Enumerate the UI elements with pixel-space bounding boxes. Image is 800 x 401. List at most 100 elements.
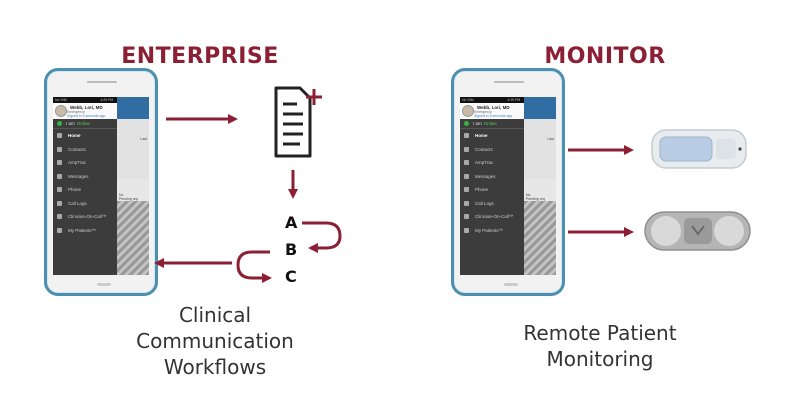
presence-value: Online <box>76 121 90 126</box>
caption-line: Remote Patient <box>523 321 677 345</box>
overlay-no-label: No <box>526 193 531 197</box>
caption-line: Workflows <box>163 355 267 379</box>
patch-sensor-icon <box>644 211 751 251</box>
phone-screen: No SIM 4:25 PM Webb, Lori, MD Emergency … <box>53 97 149 275</box>
overlay-no-label: No <box>119 193 124 197</box>
menu-item-label: My Patients™ <box>68 227 97 233</box>
overlay-pending-label: Pending req <box>119 197 138 201</box>
phone-speaker <box>87 81 117 83</box>
menu-item-icon <box>464 160 469 166</box>
overlay-last-label: Last <box>547 137 554 141</box>
menu-item[interactable]: Call Logs <box>53 197 149 211</box>
menu-item-label: Clinician-On-Call™ <box>68 214 107 220</box>
presence-value: Online <box>483 121 497 126</box>
menu-item-icon <box>57 133 62 139</box>
menu-item[interactable]: Contacts <box>460 143 556 157</box>
menu-item-label: Call Logs <box>68 200 87 206</box>
home-button[interactable] <box>97 283 111 286</box>
avatar <box>55 105 67 117</box>
menu-item[interactable]: Phone <box>53 183 149 197</box>
menu-item-icon <box>464 214 469 220</box>
monitor-heading: MONITOR <box>544 44 666 69</box>
menu-item-label: Home <box>475 133 488 139</box>
clock-label: 4:25 PM <box>100 98 114 102</box>
phone-screen: No SIM 4:25 PM Webb, Lori, MD Emergency … <box>460 97 556 275</box>
carrier-label: No SIM <box>55 98 67 102</box>
menu-item-icon <box>57 187 62 193</box>
online-dot-icon <box>464 121 469 126</box>
enterprise-heading: ENTERPRISE <box>121 44 279 69</box>
wearable-sensor-icon <box>651 129 747 169</box>
presence-prefix: I am <box>66 121 75 126</box>
status-bar: No SIM 4:25 PM <box>460 97 556 103</box>
menu-item[interactable]: Clinician-On-Call™ <box>460 210 556 224</box>
arrow-icon <box>236 250 272 283</box>
home-button[interactable] <box>504 283 518 286</box>
menu-item-label: AmpTrac <box>475 160 494 166</box>
user-department: Emergency <box>67 109 85 114</box>
menu-item[interactable]: My Patients™ <box>460 224 556 238</box>
presence-toggle[interactable]: I am Online <box>460 119 556 129</box>
online-dot-icon <box>57 121 62 126</box>
menu-item[interactable]: AmpTrac <box>53 156 149 170</box>
phone-speaker <box>494 81 524 83</box>
menu-item-icon <box>464 187 469 193</box>
step-b: B <box>285 240 298 259</box>
caption-line: Communication <box>136 329 294 353</box>
menu-item-icon <box>464 200 469 206</box>
menu-item[interactable]: AmpTrac <box>460 156 556 170</box>
step-c: C <box>285 267 297 286</box>
menu-item-label: Contacts <box>475 146 493 152</box>
step-a: A <box>285 213 298 232</box>
presence-toggle[interactable]: I am Online <box>53 119 149 129</box>
menu-item-icon <box>57 146 62 152</box>
menu-item[interactable]: Call Logs <box>460 197 556 211</box>
menu-item[interactable]: My Patients™ <box>53 224 149 238</box>
menu-item-label: Call Logs <box>475 200 494 206</box>
menu-item-label: Home <box>68 133 81 139</box>
menu-item-label: Phone <box>475 187 489 193</box>
menu-item-label: Messages <box>68 173 89 179</box>
caption-line: Clinical <box>178 303 252 327</box>
caption-line: Monitoring <box>546 347 654 371</box>
menu-item-icon <box>57 214 62 220</box>
menu-item-label: Phone <box>68 187 82 193</box>
signed-in-status: Signed in 6 seconds ago <box>474 113 513 118</box>
document-add-icon <box>274 86 322 158</box>
menu-item[interactable]: Contacts <box>53 143 149 157</box>
menu-item[interactable]: Phone <box>460 183 556 197</box>
menu-item-label: AmpTrac <box>68 160 87 166</box>
enterprise-phone: No SIM 4:25 PM Webb, Lori, MD Emergency … <box>44 68 158 296</box>
enterprise-caption: Clinical Communication Workflows <box>110 302 320 380</box>
clock-label: 4:25 PM <box>507 98 521 102</box>
overlay-pending-label: Pending req <box>526 197 545 201</box>
signed-in-status: Signed in 6 seconds ago <box>67 113 106 118</box>
monitor-caption: Remote Patient Monitoring <box>490 320 710 372</box>
menu-item-icon <box>57 160 62 166</box>
menu-item-icon <box>464 133 469 139</box>
presence-prefix: I am <box>473 121 482 126</box>
status-bar: No SIM 4:25 PM <box>53 97 149 103</box>
menu-item[interactable]: Clinician-On-Call™ <box>53 210 149 224</box>
menu-item[interactable]: Messages <box>53 170 149 184</box>
menu-item-label: Clinician-On-Call™ <box>475 214 514 220</box>
arrow-icon <box>302 221 342 253</box>
menu-item-label: Contacts <box>68 146 86 152</box>
carrier-label: No SIM <box>462 98 474 102</box>
menu-item[interactable]: Messages <box>460 170 556 184</box>
menu-item-icon <box>464 173 469 179</box>
overlay-last-label: Last <box>140 137 147 141</box>
menu-item-icon <box>464 146 469 152</box>
user-name: Webb, Lori, MD <box>477 104 510 110</box>
menu-item-icon <box>57 200 62 206</box>
menu-item[interactable]: Home <box>460 129 556 143</box>
user-name: Webb, Lori, MD <box>70 104 103 110</box>
menu-item[interactable]: Home <box>53 129 149 143</box>
menu-item-label: My Patients™ <box>475 227 504 233</box>
menu-item-icon <box>57 173 62 179</box>
